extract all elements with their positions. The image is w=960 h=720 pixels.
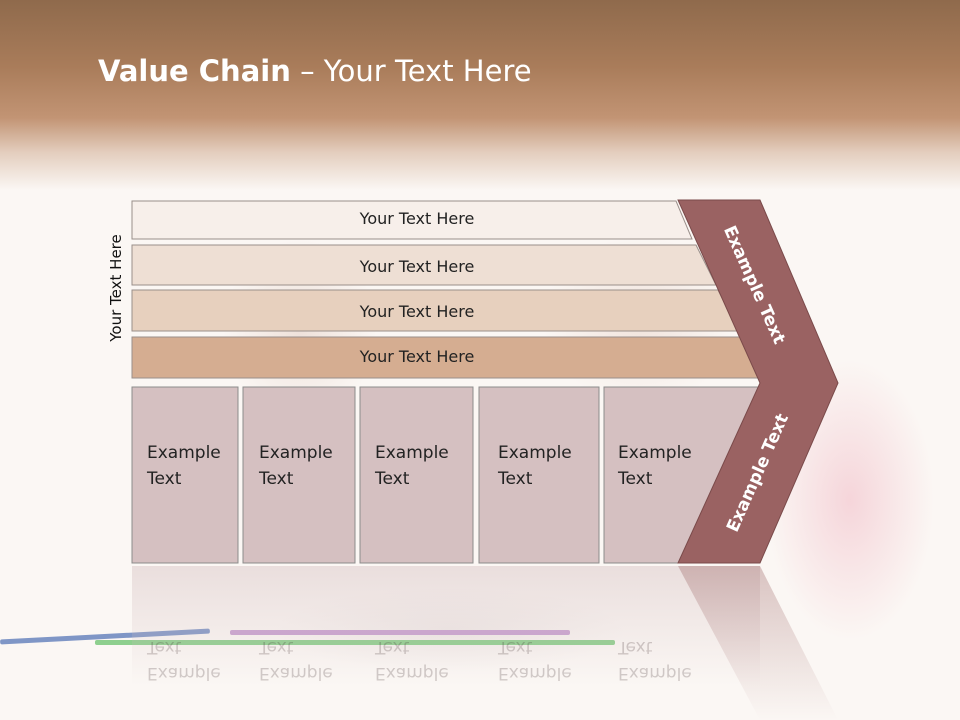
- reflection-label-2: Example Text: [259, 634, 333, 686]
- activity-box-2: [242, 386, 356, 564]
- reflection-line: Example: [498, 663, 572, 683]
- reflection-line: Example: [147, 663, 221, 683]
- activity-box-4: [478, 386, 600, 564]
- reflection-line: Text: [147, 637, 182, 657]
- box-label-2: Example Text: [259, 440, 333, 492]
- reflection-label-4: Example Text: [498, 634, 572, 686]
- box-label-2-line2: Text: [259, 469, 294, 489]
- slide-title: Value Chain – Your Text Here: [98, 54, 532, 88]
- box-label-4-line2: Text: [498, 469, 533, 489]
- reflection-line: Text: [259, 637, 294, 657]
- box-label-2-line1: Example: [259, 443, 333, 463]
- row-label-4: Your Text Here: [359, 347, 475, 366]
- activity-box-1: [131, 386, 239, 564]
- chevron-arrow: [677, 199, 839, 564]
- row-label-1: Your Text Here: [359, 209, 475, 228]
- reflection-line: Text: [498, 637, 533, 657]
- box-label-1-line2: Text: [147, 469, 182, 489]
- reflection-label-3: Example Text: [375, 634, 449, 686]
- reflection-label-1: Example Text: [147, 634, 221, 686]
- box-label-5-line2: Text: [618, 469, 653, 489]
- title-rest: – Your Text Here: [290, 54, 532, 88]
- title-band: Value Chain – Your Text Here: [0, 0, 960, 190]
- row-label-2: Your Text Here: [359, 257, 475, 276]
- box-label-1: Example Text: [147, 440, 221, 492]
- row-label-3: Your Text Here: [359, 302, 475, 321]
- box-label-3: Example Text: [375, 440, 449, 492]
- box-label-5: Example Text: [618, 440, 692, 492]
- row-shape-1: [131, 200, 693, 240]
- box-label-3-line2: Text: [375, 469, 410, 489]
- activity-box-3: [359, 386, 474, 564]
- title-bold: Value Chain: [98, 54, 291, 88]
- box-label-3-line1: Example: [375, 443, 449, 463]
- reflection-chevron: [678, 566, 838, 720]
- box-label-4-line1: Example: [498, 443, 572, 463]
- reflection-line: Text: [618, 637, 653, 657]
- reflection-label-5: Example Text: [618, 634, 692, 686]
- box-label-1-line1: Example: [147, 443, 221, 463]
- reflection-line: Example: [375, 663, 449, 683]
- box-label-4: Example Text: [498, 440, 572, 492]
- box-label-5-line1: Example: [618, 443, 692, 463]
- reflection-boxes: [132, 566, 760, 686]
- reflection-line: Example: [618, 663, 692, 683]
- reflection-line: Text: [375, 637, 410, 657]
- reflection-line: Example: [259, 663, 333, 683]
